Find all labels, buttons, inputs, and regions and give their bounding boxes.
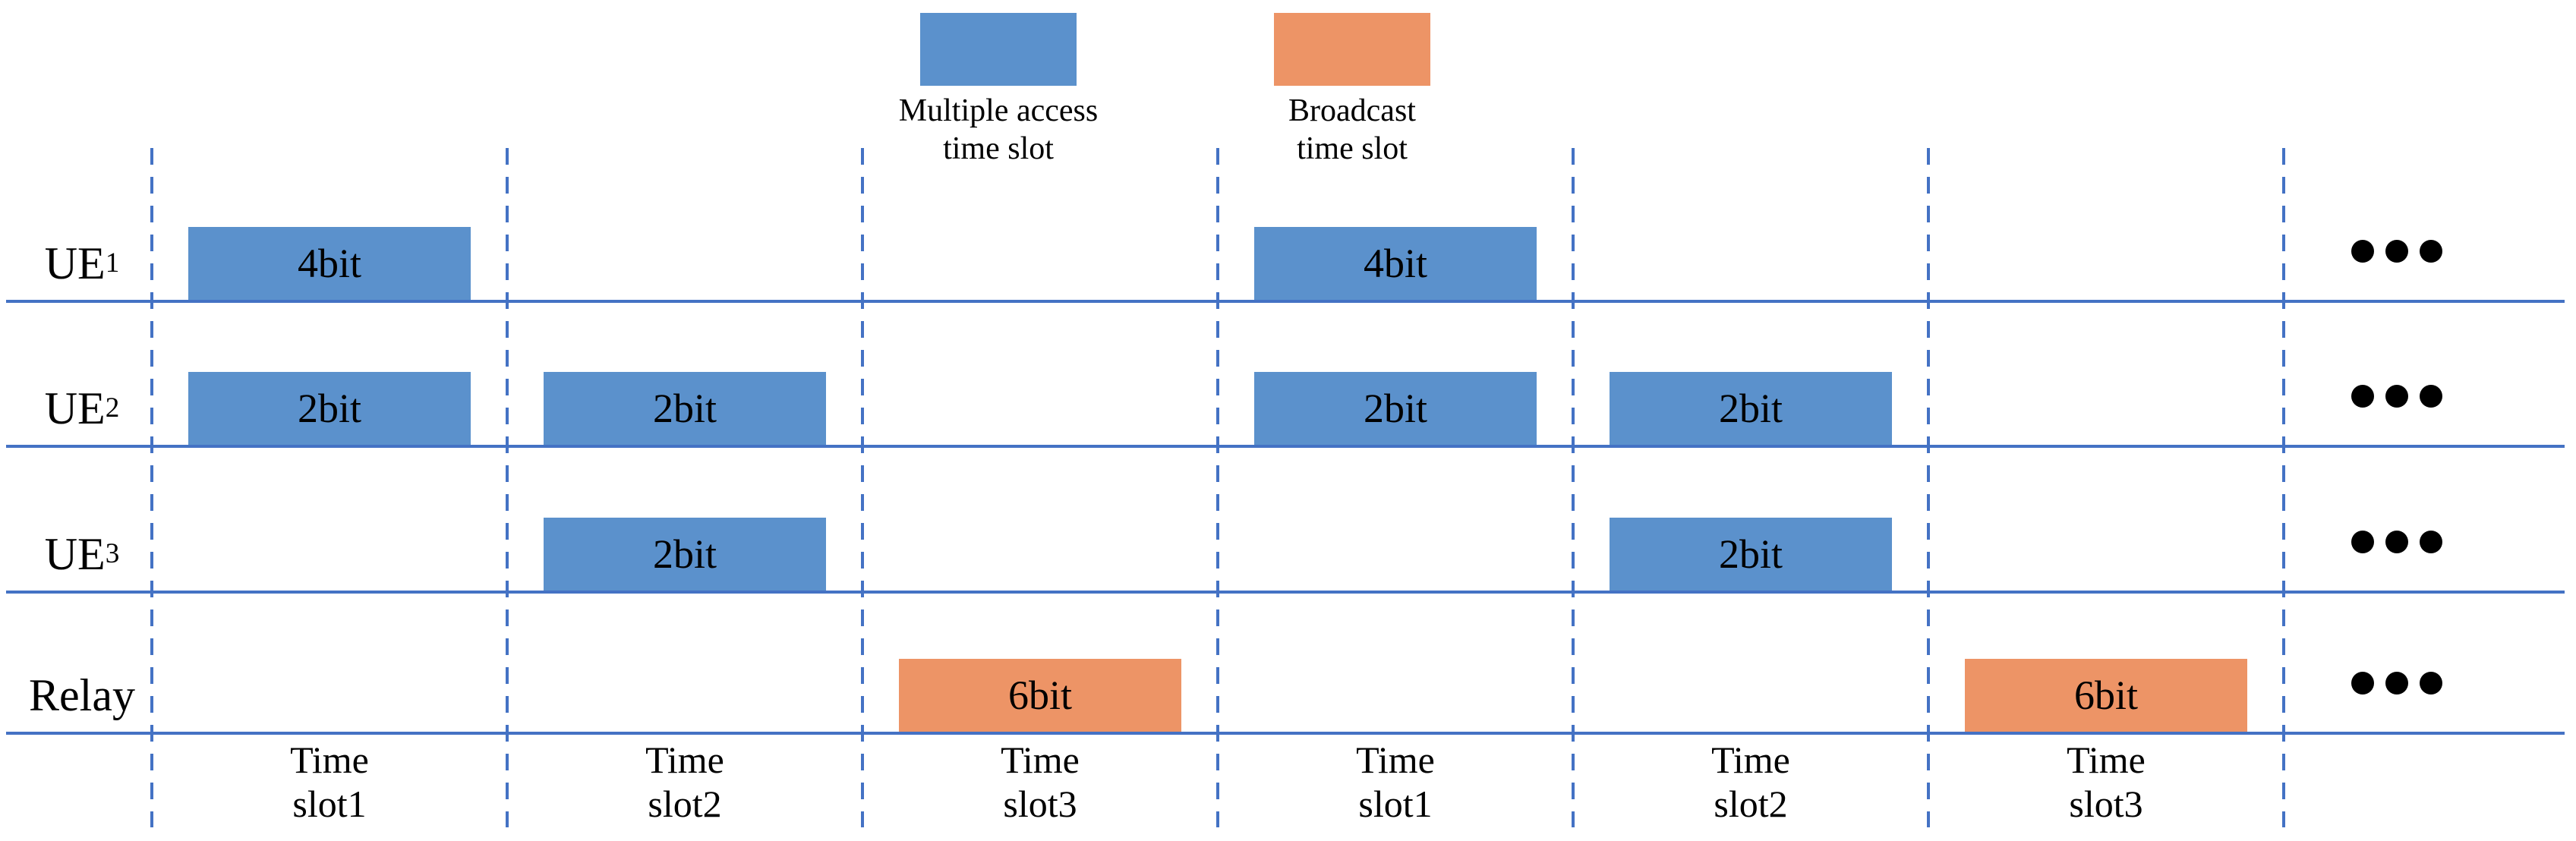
bar-label: 4bit: [1363, 241, 1427, 286]
time-slot-label-line2: slot3: [2069, 783, 2143, 825]
ellipsis-dot: [2420, 672, 2442, 695]
row-baseline-relay: [6, 732, 2565, 735]
bar-broadcast-relay-slot3: 6bit: [899, 659, 1181, 732]
bar-multiple-access-ue1-slot1: 4bit: [188, 227, 471, 300]
row-label-text: UE: [44, 528, 106, 579]
row-label-text: Relay: [29, 669, 135, 720]
time-slot-label-line1: Time: [645, 739, 724, 781]
bar-multiple-access-ue3-slot5: 2bit: [1610, 518, 1892, 591]
legend-swatch-multiple-access: [920, 13, 1077, 86]
ellipsis-dot: [2385, 240, 2408, 263]
ellipsis-dot: [2351, 240, 2374, 263]
time-slot-label-line1: Time: [1001, 739, 1080, 781]
time-slot-label-line1: Time: [290, 739, 369, 781]
legend-label-line: time slot: [943, 131, 1054, 166]
bar-multiple-access-ue2-slot5: 2bit: [1610, 372, 1892, 445]
time-slot-label-line2: slot1: [292, 783, 367, 825]
timeslot-divider-line-3: [861, 148, 864, 827]
ellipsis-dot: [2351, 385, 2374, 408]
ellipsis-icon-ue2: [2351, 385, 2442, 408]
time-slot-label-line2: slot2: [648, 783, 722, 825]
ellipsis-dot: [2385, 672, 2408, 695]
bar-multiple-access-ue3-slot2: 2bit: [544, 518, 826, 591]
time-slot-label-line2: slot1: [1358, 783, 1433, 825]
row-label-text: UE: [44, 238, 106, 288]
time-slot-label-line1: Time: [1356, 739, 1435, 781]
ellipsis-icon-ue1: [2351, 240, 2442, 263]
time-slot-label-line1: Time: [1711, 739, 1790, 781]
bar-label: 2bit: [1718, 386, 1783, 431]
bar-label: 6bit: [1007, 672, 1072, 718]
legend-label-line: Multiple access: [898, 93, 1099, 128]
timeslot-divider-line-4: [1216, 148, 1219, 827]
bar-multiple-access-ue2-slot4: 2bit: [1254, 372, 1537, 445]
bar-label: 2bit: [652, 386, 717, 431]
ellipsis-dot: [2420, 240, 2442, 263]
bar-label: 4bit: [297, 241, 361, 286]
time-slot-label-line1: Time: [2067, 739, 2146, 781]
ellipsis-icon-relay: [2351, 672, 2442, 695]
timeslot-divider-line-2: [506, 148, 509, 827]
bar-broadcast-relay-slot6: 6bit: [1965, 659, 2247, 732]
ellipsis-dot: [2385, 531, 2408, 553]
timeslot-divider-line-5: [1572, 148, 1575, 827]
timeslot-divider-line-7: [2282, 148, 2285, 827]
legend-label-line: time slot: [1297, 131, 1408, 166]
timeslot-divider-line-1: [150, 148, 153, 827]
time-slot-label-line2: slot2: [1714, 783, 1788, 825]
ellipsis-dot: [2351, 672, 2374, 695]
row-label-text: UE: [44, 383, 106, 433]
row-baseline-ue1: [6, 300, 2565, 303]
ellipsis-dot: [2351, 531, 2374, 553]
bar-label: 2bit: [1363, 386, 1427, 431]
time-slot-label-line2: slot3: [1003, 783, 1077, 825]
bar-multiple-access-ue2-slot1: 2bit: [188, 372, 471, 445]
bar-label: 2bit: [652, 531, 717, 577]
row-label-relay: Relay: [2, 659, 162, 732]
row-baseline-ue2: [6, 445, 2565, 448]
bar-label: 2bit: [1718, 531, 1783, 577]
bar-multiple-access-ue1-slot4: 4bit: [1254, 227, 1537, 300]
legend-swatch-broadcast: [1274, 13, 1430, 86]
bar-label: 6bit: [2073, 672, 2138, 718]
timeslot-divider-line-6: [1927, 148, 1930, 827]
ellipsis-dot: [2420, 531, 2442, 553]
row-baseline-ue3: [6, 591, 2565, 594]
ellipsis-icon-ue3: [2351, 531, 2442, 553]
legend-label-line: Broadcast: [1288, 93, 1416, 128]
ellipsis-dot: [2385, 385, 2408, 408]
bar-multiple-access-ue2-slot2: 2bit: [544, 372, 826, 445]
ellipsis-dot: [2420, 385, 2442, 408]
bar-label: 2bit: [297, 386, 361, 431]
